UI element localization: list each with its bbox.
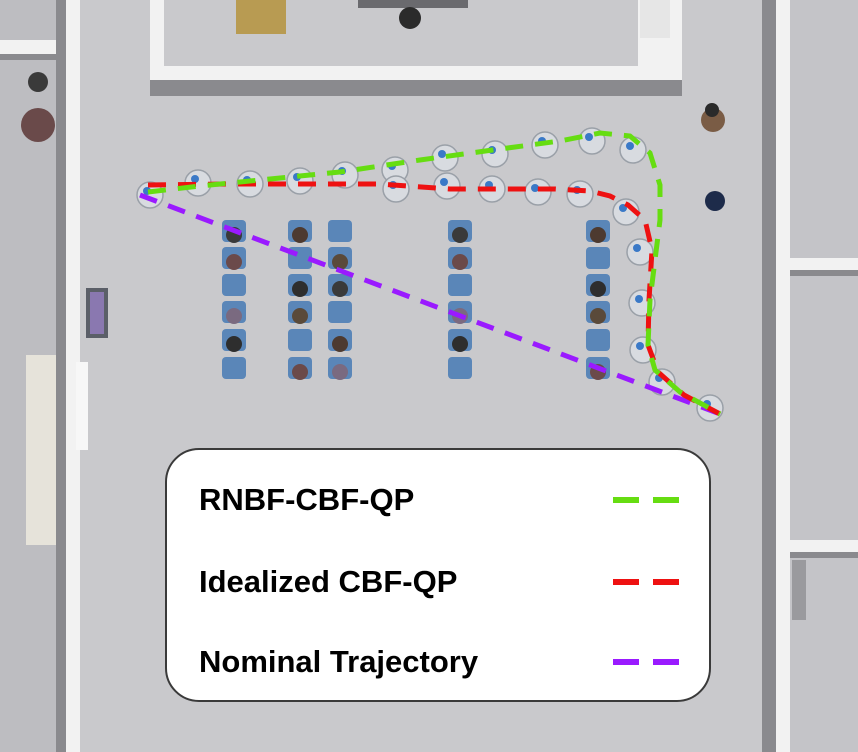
legend-swatch-purple-dashed bbox=[613, 659, 689, 665]
seated-person bbox=[332, 281, 348, 297]
top-room-person-icon bbox=[399, 7, 421, 29]
robot-sensor bbox=[635, 295, 643, 303]
seated-person bbox=[292, 308, 308, 324]
idealized-cbf-qp-path bbox=[147, 181, 722, 417]
robot-marker bbox=[431, 144, 459, 172]
robot-marker bbox=[433, 172, 461, 200]
seated-person bbox=[452, 227, 468, 243]
pedestrian-icon bbox=[705, 191, 725, 211]
seated-person bbox=[452, 336, 468, 352]
seated-person bbox=[292, 227, 308, 243]
chair bbox=[288, 329, 312, 351]
legend-label: Idealized CBF-QP bbox=[199, 564, 458, 599]
chair bbox=[328, 301, 352, 323]
seated-person bbox=[332, 336, 348, 352]
chair bbox=[586, 247, 610, 269]
seated-person bbox=[226, 254, 242, 270]
left-room bbox=[0, 0, 58, 752]
robot-sensor bbox=[636, 342, 644, 350]
robot-sensor bbox=[585, 133, 593, 141]
robot-marker bbox=[481, 140, 509, 168]
robot-sensor bbox=[633, 244, 641, 252]
robot-sensor bbox=[191, 175, 199, 183]
legend-swatch-red-dashed bbox=[613, 579, 689, 585]
top-room bbox=[150, 0, 682, 96]
robot-marker bbox=[286, 167, 314, 195]
legend-label: RNBF-CBF-QP bbox=[199, 482, 415, 517]
seating-area bbox=[222, 220, 610, 380]
seated-person bbox=[226, 336, 242, 352]
seated-person bbox=[226, 308, 242, 324]
legend-item-rnbf-cbf-qp: RNBF-CBF-QP bbox=[199, 480, 689, 520]
robot-marker bbox=[566, 180, 594, 208]
pedestrians-right bbox=[701, 103, 725, 211]
seated-person bbox=[292, 281, 308, 297]
right-walls bbox=[762, 0, 858, 752]
robot-marker bbox=[382, 175, 410, 203]
seated-person bbox=[590, 227, 606, 243]
rnbf-cbf-qp-path bbox=[147, 130, 722, 417]
seated-person bbox=[292, 364, 308, 380]
robot-sensor bbox=[438, 150, 446, 158]
robot-marker bbox=[626, 238, 654, 266]
chair bbox=[222, 357, 246, 379]
robot-sensor bbox=[440, 178, 448, 186]
legend-item-nominal-trajectory: Nominal Trajectory bbox=[199, 642, 689, 682]
seated-person bbox=[590, 281, 606, 297]
legend-label: Nominal Trajectory bbox=[199, 644, 479, 679]
chair bbox=[448, 357, 472, 379]
seated-person bbox=[452, 254, 468, 270]
seated-person bbox=[590, 308, 606, 324]
robot-sensor bbox=[626, 142, 634, 150]
chair bbox=[586, 329, 610, 351]
main-left-wall bbox=[56, 0, 108, 752]
legend-box: RNBF-CBF-QP Idealized CBF-QP Nominal Tra… bbox=[165, 448, 711, 702]
robot-marker bbox=[524, 178, 552, 206]
seated-person bbox=[332, 364, 348, 380]
nominal-trajectory-path bbox=[139, 192, 721, 417]
robot-sensor bbox=[531, 184, 539, 192]
legend-item-idealized-cbf-qp: Idealized CBF-QP bbox=[199, 562, 689, 602]
left-room-person-icon bbox=[21, 108, 55, 142]
seated-person bbox=[332, 254, 348, 270]
legend-swatch-green-dashed bbox=[613, 497, 689, 503]
chair bbox=[222, 274, 246, 296]
chair bbox=[328, 220, 352, 242]
chair bbox=[448, 274, 472, 296]
